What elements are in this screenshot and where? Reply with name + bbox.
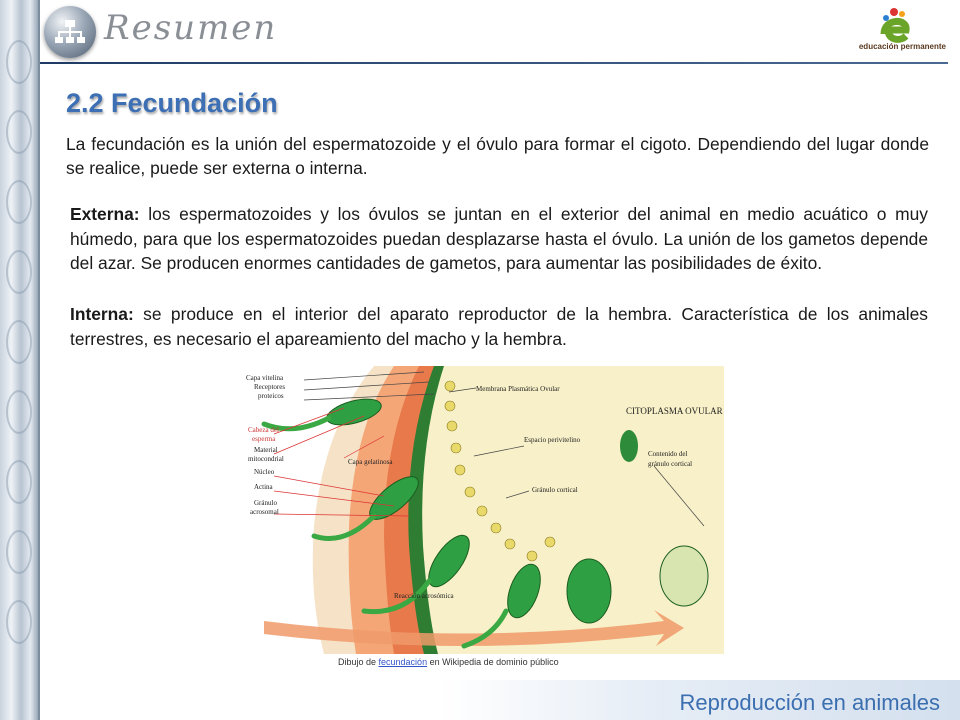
sitemap-icon (44, 6, 96, 58)
educacion-permanente-logo (880, 8, 910, 43)
interna-paragraph: Interna: se produce en el interior del a… (70, 302, 928, 351)
figure-caption: Dibujo de fecundación en Wikipedia de do… (338, 657, 559, 667)
intro-paragraph: La fecundación es la unión del espermato… (66, 134, 929, 178)
label-esperma: esperma (252, 435, 276, 443)
label-acrosomal: acrosomal (250, 508, 279, 516)
label-material: Material (254, 446, 278, 454)
slide-title: 2.2 Fecundación (66, 88, 278, 118)
label-espacio: Espacio perivitelino (524, 436, 581, 444)
interna-text: se produce en el interior del aparato re… (70, 304, 928, 349)
label-proteicos: proteicos (258, 392, 284, 400)
label-membrana: Membrana Plasmática Ovular (476, 385, 560, 393)
label-granulo: Gránulo (254, 499, 277, 507)
footer-bar (440, 680, 960, 720)
label-cabeza: Cabeza del (248, 426, 279, 434)
footer-title: Reproducción en animales (679, 690, 941, 715)
header: Resumen educación permanente (40, 0, 960, 64)
label-mitocondrial: mitocondrial (248, 455, 284, 463)
label-contenido: Contenido del (648, 450, 688, 458)
label-granulo-cortical: Gránulo cortical (532, 486, 578, 494)
left-decorative-border (0, 0, 40, 720)
label-receptores: Receptores (254, 383, 285, 391)
label-citoplasma: CITOPLASMA OVULAR (626, 406, 723, 416)
externa-label: Externa: (70, 204, 140, 224)
caption-link[interactable]: fecundación (378, 657, 428, 667)
logo-text: educación permanente (858, 42, 946, 51)
label-reaccion: Reacción acrosómica (394, 592, 455, 600)
fertilization-diagram: Capa vitelina Receptores proteicos Cabez… (244, 366, 724, 654)
interna-label: Interna: (70, 304, 134, 324)
label-capa-vitelina: Capa vitelina (246, 374, 284, 382)
externa-paragraph: Externa: los espermatozoides y los óvulo… (70, 202, 928, 276)
label-capa-gelatinosa: Capa gelatinosa (348, 458, 393, 466)
label-nucleo: Núcleo (254, 468, 275, 476)
header-divider (40, 62, 948, 64)
label-granulo-cortical-2: gránulo cortical (648, 460, 692, 468)
externa-text: los espermatozoides y los óvulos se junt… (70, 204, 928, 273)
header-title: Resumen (104, 8, 278, 48)
label-actina: Actina (254, 483, 274, 491)
